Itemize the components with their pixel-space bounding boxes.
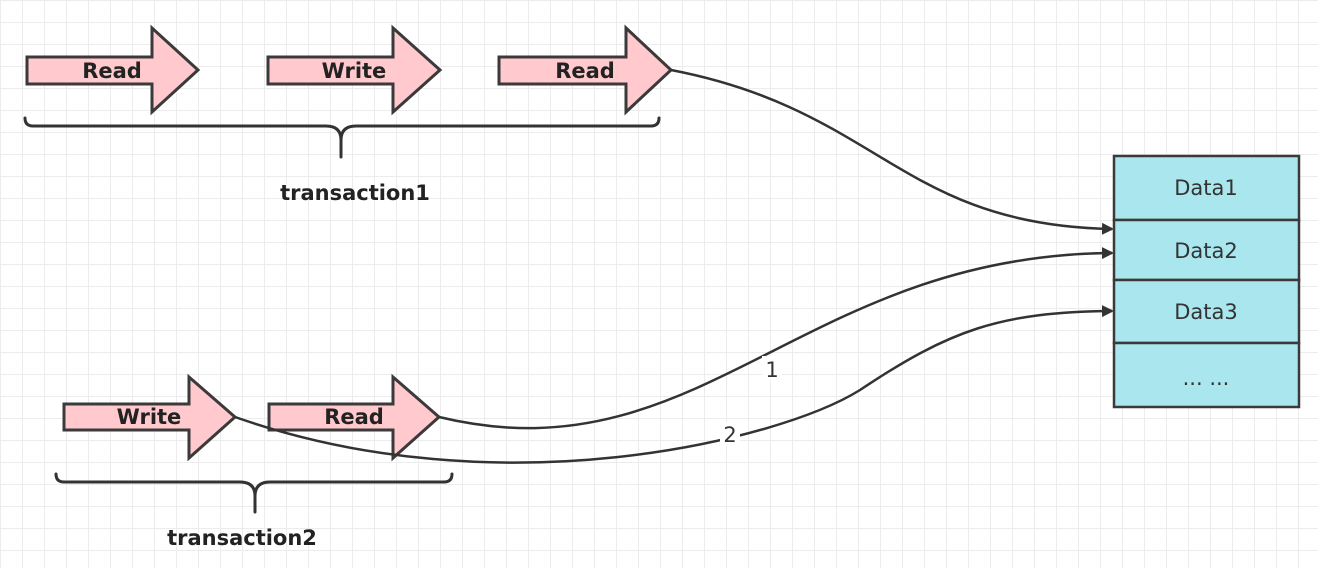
datastore-cell-4-label: ... ... xyxy=(1183,366,1230,390)
datastore-cell-1-label: Data1 xyxy=(1174,176,1238,200)
edge-t1-read-to-data2 xyxy=(670,68,1114,235)
t1-step-write: Write xyxy=(266,24,443,116)
transaction2-label: transaction2 xyxy=(167,526,317,550)
t2-step-read: Read xyxy=(267,373,442,462)
datastore-cell-4 xyxy=(1112,341,1301,409)
t1-step-read-1: Read xyxy=(25,24,201,116)
t1-step-read-1-label: Read xyxy=(82,59,142,83)
t2-step-write: Write xyxy=(62,373,238,462)
edge-label-1: 1 xyxy=(765,358,778,382)
transaction1-label: transaction1 xyxy=(280,181,430,205)
edge-label-2: 2 xyxy=(723,423,736,447)
t1-step-read-2-label: Read xyxy=(555,59,615,83)
t2-brace xyxy=(54,472,454,514)
t1-step-write-label: Write xyxy=(322,59,387,83)
datastore-table: Data1 Data2 Data3 ... ... xyxy=(1112,154,1301,409)
datastore-cell-2 xyxy=(1112,218,1301,282)
t1-brace xyxy=(23,116,661,159)
datastore-cell-3-label: Data3 xyxy=(1174,300,1238,324)
t2-step-write-label: Write xyxy=(117,405,182,429)
datastore-cell-3 xyxy=(1112,278,1301,345)
datastore-cell-2-label: Data2 xyxy=(1174,239,1238,263)
edge-1-t2-read-to-data2 xyxy=(438,247,1114,430)
t1-step-read-2: Read xyxy=(497,24,674,116)
edge-2-t2-write-to-data3 xyxy=(234,305,1114,464)
datastore-cell-1 xyxy=(1112,154,1301,222)
t2-step-read-label: Read xyxy=(324,405,384,429)
